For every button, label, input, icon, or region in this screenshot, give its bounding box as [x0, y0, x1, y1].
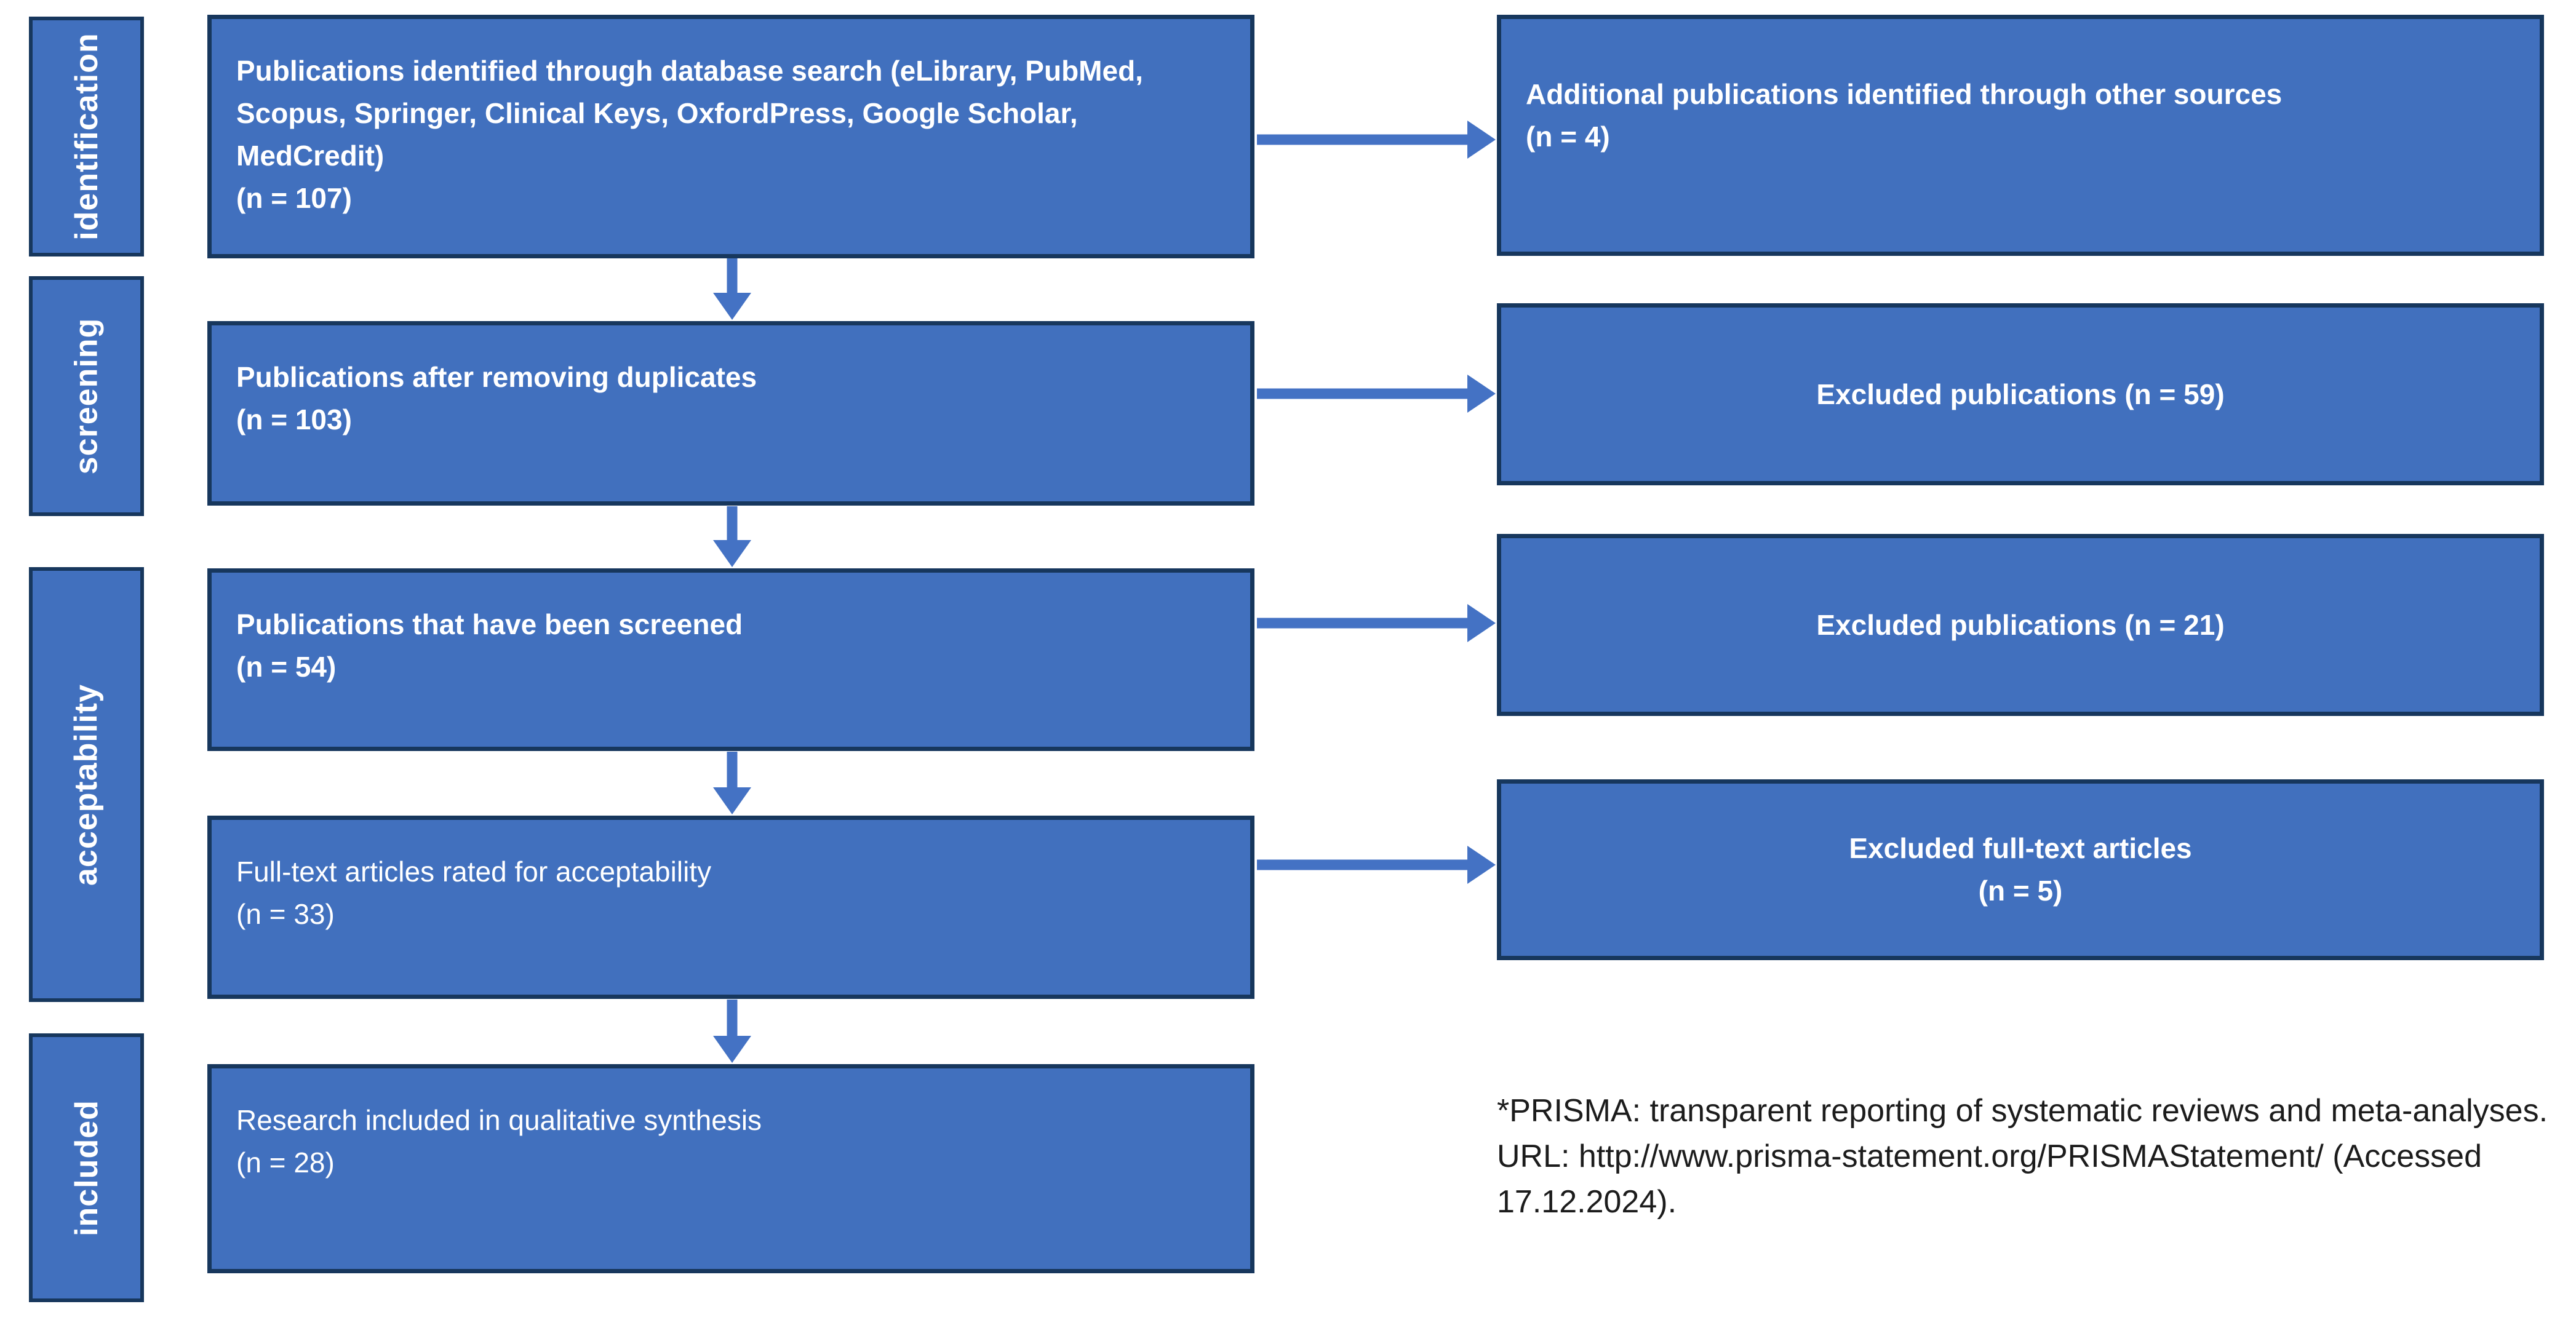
right-arrow-4-head-icon: [1467, 846, 1496, 884]
down-arrow-4: [712, 1000, 752, 1063]
right-arrow-3-shaft: [1257, 618, 1470, 629]
stage-box-acceptability: acceptability: [29, 567, 144, 1002]
stage-label-identification: identification: [68, 33, 105, 241]
right-arrow-4: [1257, 845, 1496, 885]
stage-label-screening: screening: [68, 317, 105, 475]
box-publications-identified: Publications identified through database…: [207, 15, 1254, 258]
right-arrow-3-head-icon: [1467, 604, 1496, 642]
right-arrow-1-head-icon: [1467, 121, 1496, 159]
box-included-synthesis: Research included in qualitative synthes…: [207, 1064, 1254, 1273]
down-arrow-3-shaft: [727, 752, 738, 790]
down-arrow-2-shaft: [727, 506, 738, 543]
right-arrow-3: [1257, 603, 1496, 643]
box-fulltext-rated: Full-text articles rated for acceptabili…: [207, 816, 1254, 999]
right-arrow-1-shaft: [1257, 134, 1470, 145]
down-arrow-1: [712, 258, 752, 320]
down-arrow-2-head-icon: [713, 540, 751, 567]
box-excluded-publications-59: Excluded publications (n = 59): [1497, 303, 2544, 485]
right-arrow-2-head-icon: [1467, 375, 1496, 413]
right-arrow-4-shaft: [1257, 859, 1470, 870]
down-arrow-4-shaft: [727, 1000, 738, 1038]
down-arrow-2: [712, 506, 752, 567]
stage-box-screening: screening: [29, 276, 144, 516]
down-arrow-1-shaft: [727, 258, 738, 295]
box-publications-screened: Publications that have been screened (n …: [207, 568, 1254, 751]
down-arrow-3: [712, 752, 752, 814]
down-arrow-4-head-icon: [713, 1036, 751, 1063]
right-arrow-2: [1257, 374, 1496, 413]
stage-label-acceptability: acceptability: [68, 683, 105, 886]
right-arrow-1: [1257, 120, 1496, 159]
box-excluded-fulltext: Excluded full-text articles (n = 5): [1497, 779, 2544, 960]
down-arrow-3-head-icon: [713, 787, 751, 814]
box-excluded-publications-21: Excluded publications (n = 21): [1497, 534, 2544, 716]
right-arrow-2-shaft: [1257, 388, 1470, 399]
prisma-footnote: *PRISMA: transparent reporting of system…: [1497, 1093, 2548, 1220]
down-arrow-1-head-icon: [713, 293, 751, 320]
stage-box-identification: identification: [29, 17, 144, 256]
stage-box-included: included: [29, 1033, 144, 1302]
box-duplicates-removed: Publications after removing duplicates (…: [207, 321, 1254, 506]
stage-label-included: included: [68, 1099, 105, 1236]
box-additional-sources: Additional publications identified throu…: [1497, 15, 2544, 256]
